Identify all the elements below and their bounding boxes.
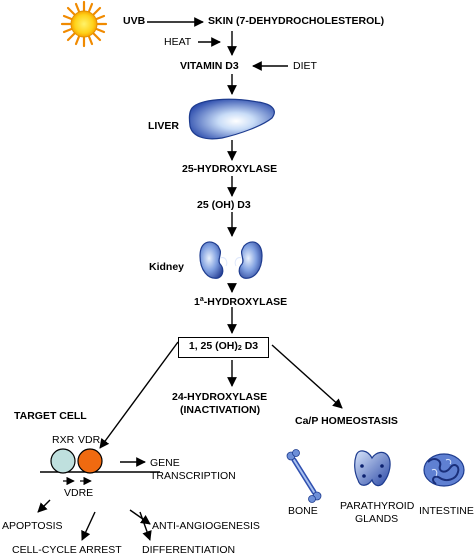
differentiation-arrow (139, 511, 152, 541)
homeostasis-label: Ca/P HOMEOSTASIS (295, 415, 398, 427)
liver-label: LIVER (148, 120, 179, 132)
inactivation-label: (INACTIVATION) (180, 404, 261, 416)
transcription-label: TRANSCRIPTION (150, 470, 236, 482)
active-vitamin-d-box: 1, 25 (OH)2 D3 (178, 337, 269, 358)
parathyroid-glands-icon (354, 450, 391, 487)
hydroxylase-1a-label: 1a-HYDROXYLASE (194, 296, 288, 308)
target-cell-complex (40, 448, 160, 486)
differentiation-label: DIFFERENTIATION (142, 544, 236, 556)
parathyroid-label: PARATHYROID (340, 500, 415, 512)
rxr-circle (50, 448, 76, 474)
bone-label: BONE (288, 505, 318, 517)
apoptosis-label: APOPTOSIS (2, 520, 63, 532)
angiogenesis-label: ANTI-ANGIOGENESIS (152, 520, 260, 532)
vdre-label: VDRE (64, 487, 94, 499)
apoptosis-arrow (37, 499, 51, 513)
vdr-label: VDR (78, 434, 101, 446)
intestine-label: INTESTINE (419, 505, 474, 517)
heat-label: HEAT (164, 36, 192, 48)
angiogenesis-arrow (129, 509, 151, 525)
sun-icon (60, 0, 108, 48)
hydroxylase-25-label: 25-HYDROXYLASE (182, 163, 278, 175)
uvb-label: UVB (123, 15, 146, 27)
box-to-target-arrow (99, 341, 179, 449)
bone-icon (286, 449, 322, 503)
hydroxylase-24-label: 24-HYDROXYLASE (172, 391, 268, 403)
arrows (37, 17, 343, 541)
intestine-icon (423, 453, 465, 487)
gene-label: GENE (150, 457, 180, 469)
oh-d3-label: 25 (OH) D3 (197, 199, 251, 211)
glands-label: GLANDS (355, 513, 399, 525)
vitamin-d3-label: VITAMIN D3 (180, 60, 239, 72)
rxr-label: RXR (52, 434, 75, 446)
skin-label: SKIN (7-DEHYDROCHOLESTEROL) (208, 15, 385, 27)
kidney-label: Kidney (149, 261, 185, 273)
kidney-icon (199, 241, 263, 279)
cell-cycle-arrow (81, 511, 96, 541)
cell-cycle-label: CELL-CYCLE ARREST (12, 544, 122, 556)
diet-label: DIET (293, 60, 317, 72)
target-cell-label: TARGET CELL (14, 410, 87, 422)
vdr-circle (77, 448, 103, 474)
box-to-homeostasis-arrow (271, 344, 343, 409)
liver-icon (188, 98, 275, 140)
